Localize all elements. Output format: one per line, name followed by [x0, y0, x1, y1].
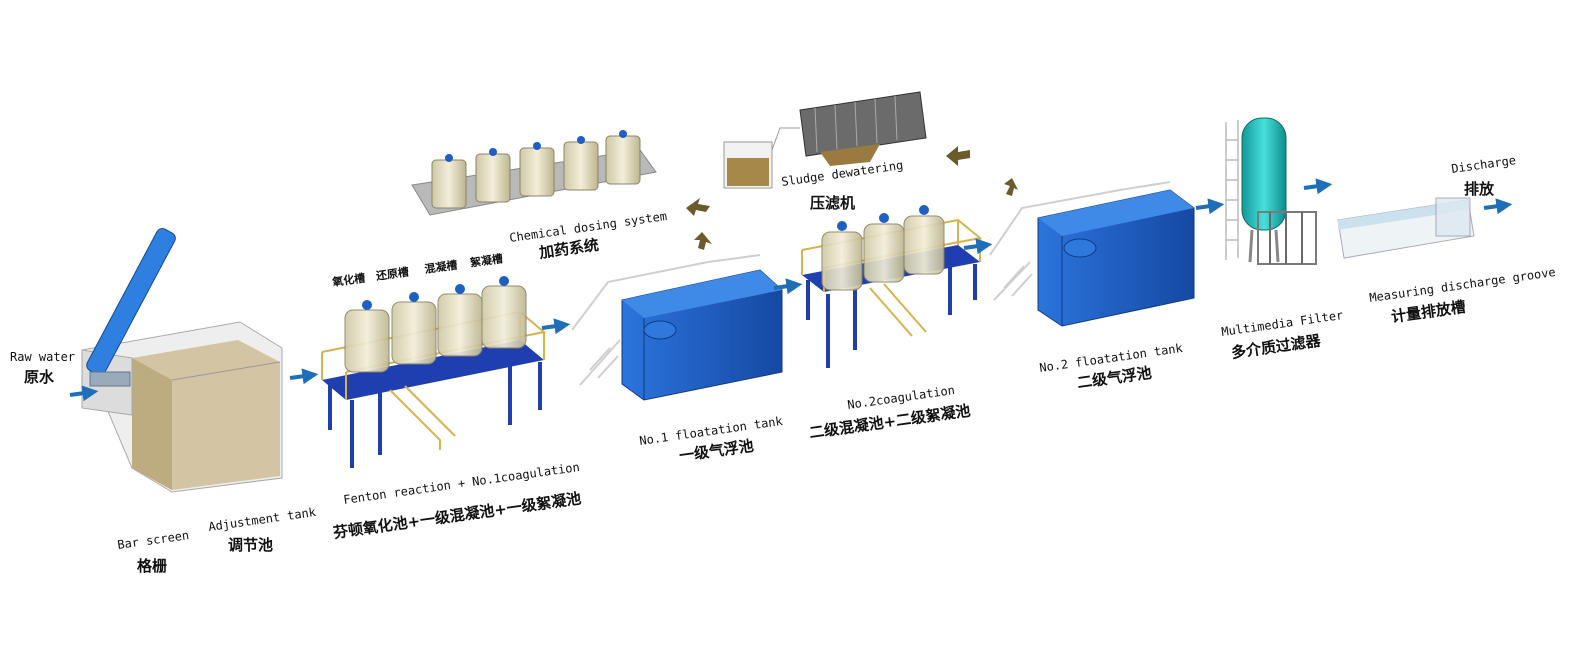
reaction-tank [344, 285, 527, 373]
adjustment-tank-label: Adjustment tank [207, 505, 317, 534]
sludge-dewatering-unit [723, 91, 927, 189]
multimedia-filter-label: Multimedia Filter [1220, 308, 1344, 339]
dosing-tank [431, 135, 641, 209]
raw-water-label-zh: 原水 [24, 368, 55, 386]
reduction-tank-label: 还原槽 [374, 264, 410, 283]
flow-arrow [69, 385, 99, 402]
raw-water-label: Raw water [10, 350, 75, 364]
flow-arrow [1483, 198, 1513, 215]
fenton-coagulation-unit [321, 276, 547, 468]
flow-arrow [289, 368, 319, 385]
measuring-discharge-groove [1337, 197, 1475, 259]
flow-arrow [773, 278, 803, 295]
bar-screen-label-zh: 格栅 [137, 557, 167, 575]
sludge-dewatering-label-zh: 压滤机 [810, 194, 855, 212]
coagulation-2-label-zh: 二级混凝池+二级絮凝池 [808, 402, 972, 442]
multimedia-filter-label-zh: 多介质过滤器 [1230, 331, 1323, 361]
floatation-tank-1 [571, 254, 783, 401]
flow-arrow [963, 238, 993, 255]
oxidation-tank-label: 氧化槽 [330, 271, 366, 290]
bar-screen [86, 228, 176, 387]
adjustment-tank [81, 321, 283, 493]
sludge-arrow [694, 232, 712, 250]
measuring-groove-label-zh: 计量排放槽 [1390, 298, 1467, 326]
sludge-arrow [686, 198, 710, 216]
discharge-label: Discharge [1450, 153, 1516, 176]
sludge-arrow [946, 146, 970, 166]
multimedia-filter [1225, 117, 1317, 265]
coagulation-unit-2 [801, 205, 983, 368]
adjustment-tank-label-zh: 调节池 [228, 536, 273, 554]
sludge-arrows [686, 146, 1018, 250]
tank-row-labels: 氧化槽 还原槽 混凝槽 絮凝槽 [330, 251, 503, 289]
floatation-tank-2 [989, 181, 1195, 327]
flow-arrow [1303, 178, 1333, 195]
chemical-dosing-system [411, 130, 657, 216]
flow-arrow [541, 318, 571, 335]
sludge-arrow [1004, 178, 1018, 196]
discharge-label-zh: 排放 [1464, 180, 1495, 198]
flocculation-tank-label: 絮凝槽 [469, 251, 504, 269]
mixing-tank-label: 混凝槽 [424, 258, 459, 276]
bar-screen-label: Bar screen [116, 528, 189, 552]
flow-arrow [1195, 198, 1225, 215]
reaction-tank [821, 215, 945, 291]
flow-arrows [69, 178, 1513, 402]
